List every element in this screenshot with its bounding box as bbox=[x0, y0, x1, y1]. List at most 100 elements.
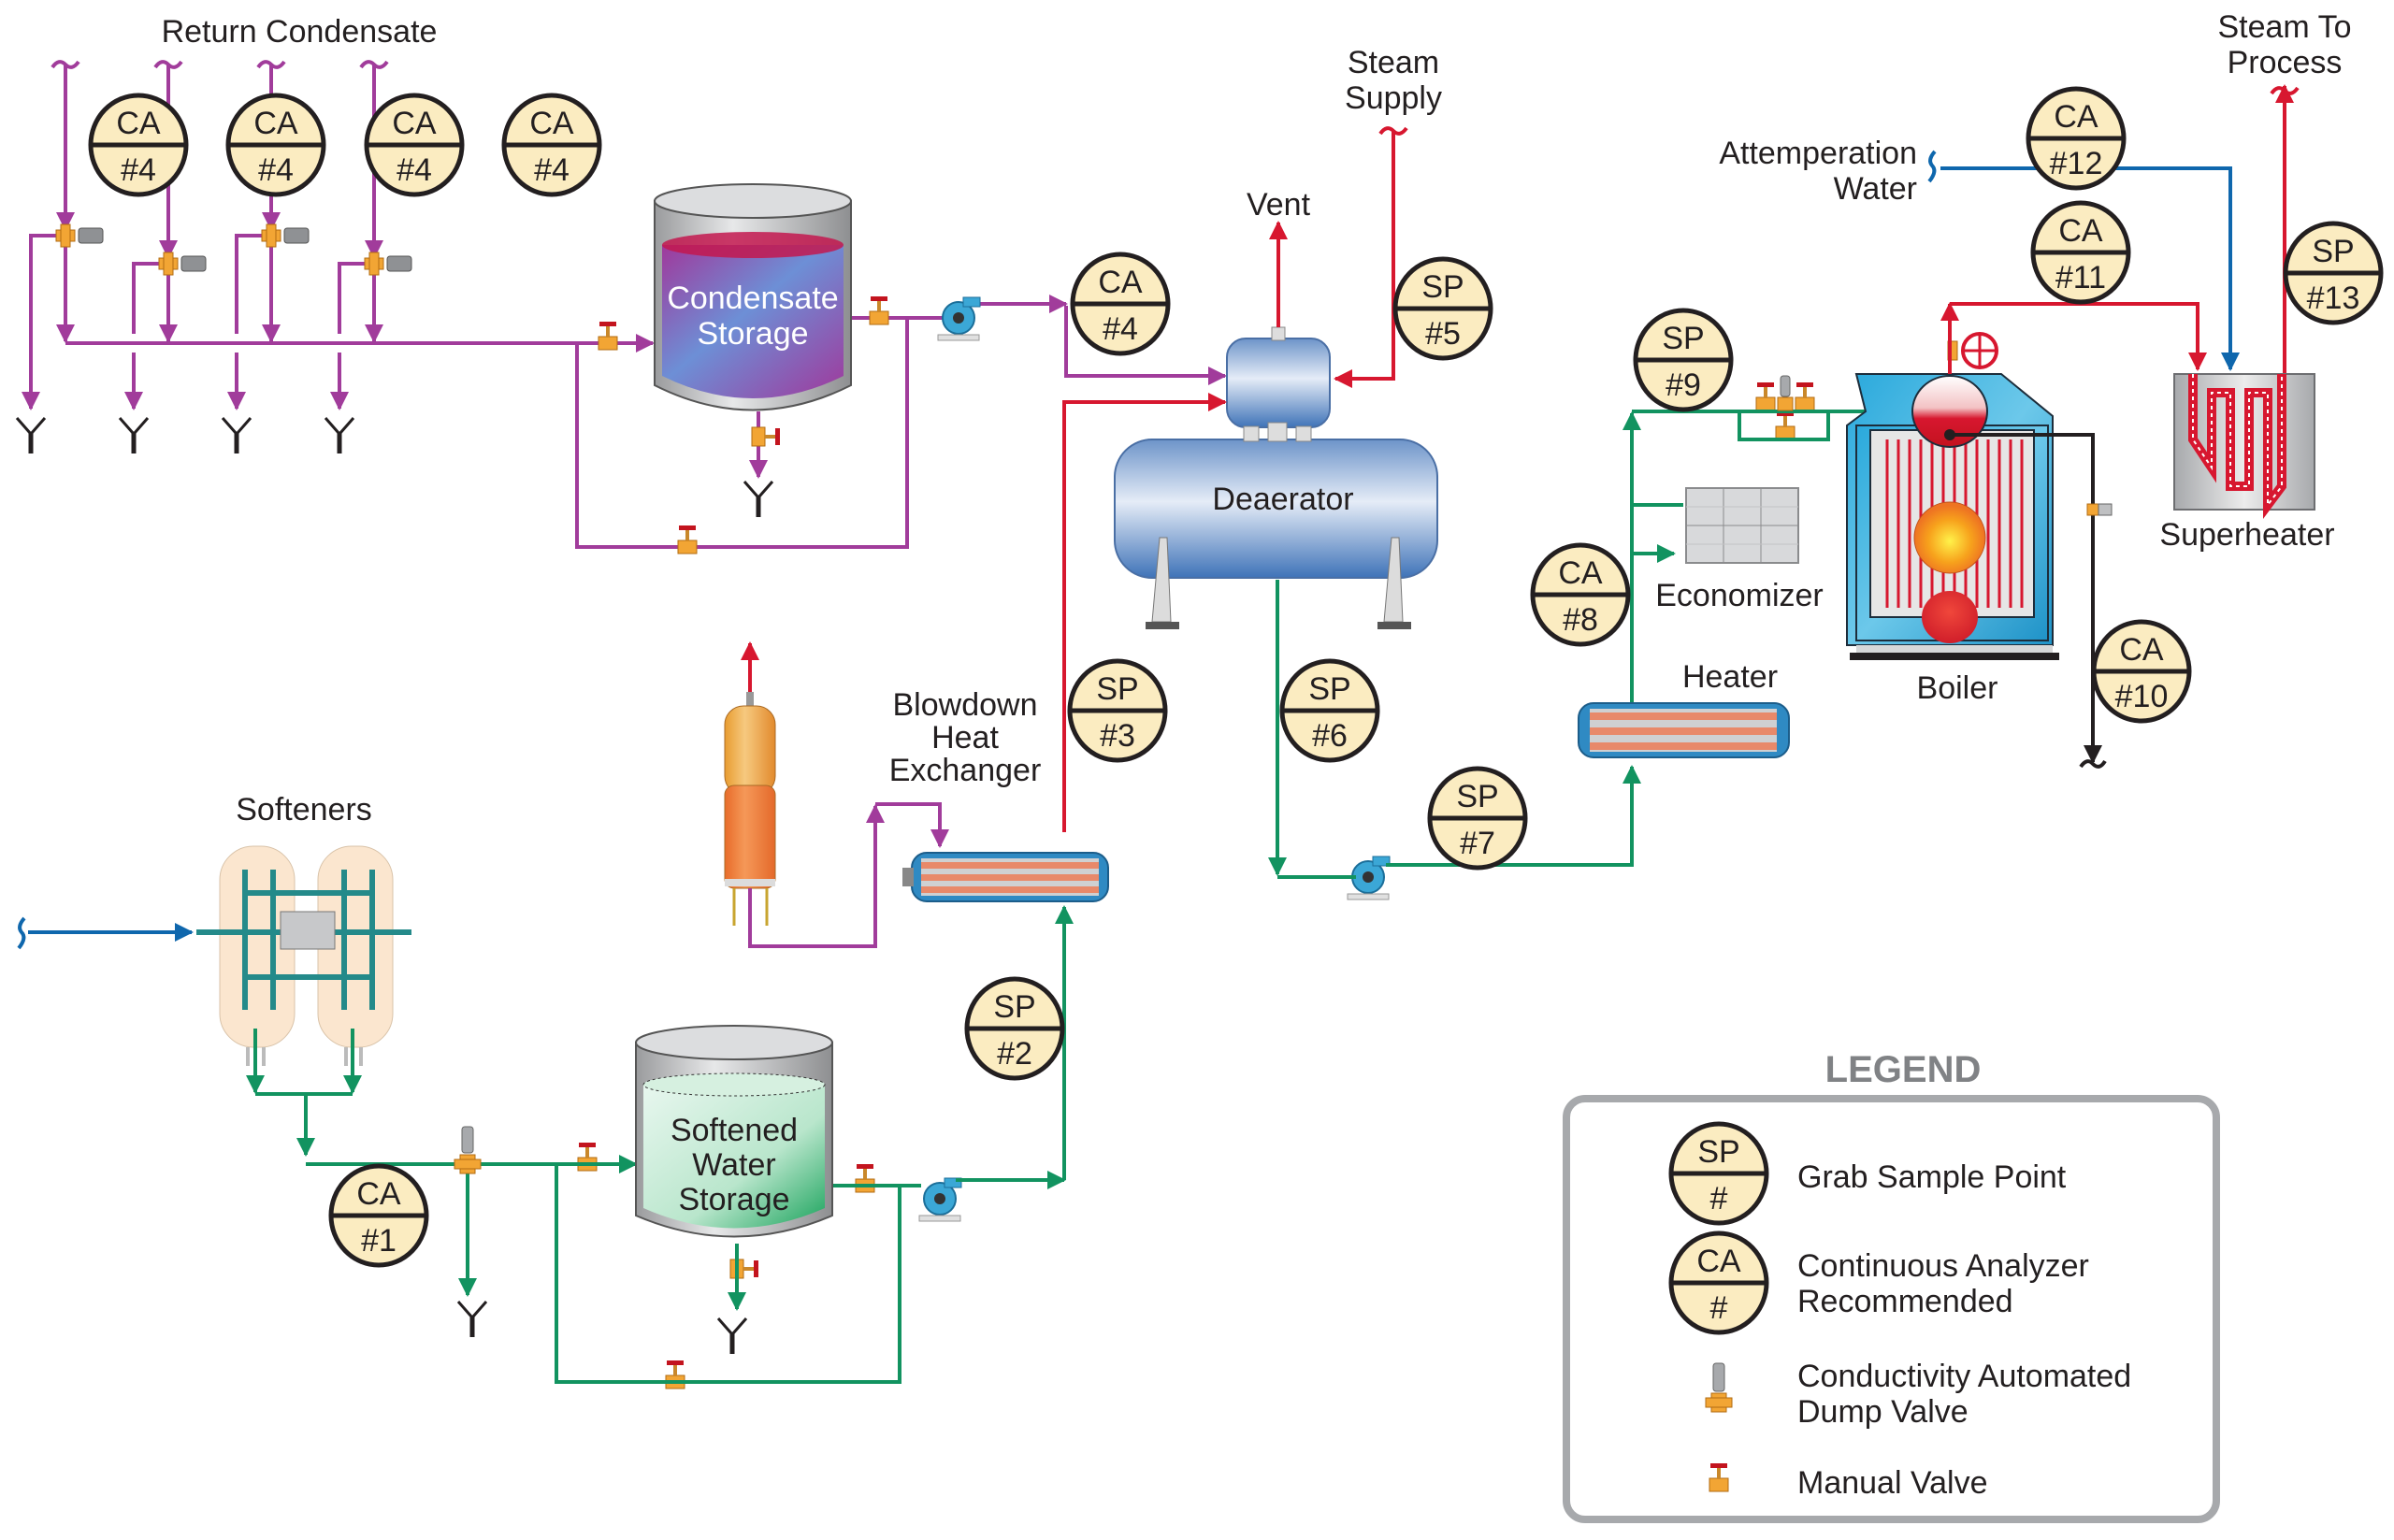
tag-number: #8 bbox=[1563, 602, 1598, 638]
sample-point-sp9: SP #9 bbox=[1633, 308, 1734, 412]
manual-valve-icon bbox=[729, 1259, 758, 1279]
blowdown-hx-label-3: Exchanger bbox=[889, 753, 1042, 788]
softened-water-storage-tank: Softened Water Storage bbox=[635, 1025, 833, 1238]
legend-item-3-text-2: Dump Valve bbox=[1797, 1394, 1969, 1430]
legend-title: LEGEND bbox=[1825, 1049, 1982, 1090]
legend-item-4-text: Manual Valve bbox=[1797, 1465, 1988, 1501]
softeners-label: Softeners bbox=[236, 792, 372, 828]
dump-valve-icon bbox=[1777, 375, 1794, 411]
main-steam-valve-icon bbox=[1947, 332, 1998, 369]
boiler-label: Boiler bbox=[1917, 670, 1998, 706]
pump-feedwater bbox=[1347, 856, 1391, 900]
manual-valves bbox=[577, 296, 1815, 1389]
sample-point-sp7: SP #7 bbox=[1427, 766, 1528, 871]
steam-supply-label-1: Steam bbox=[1348, 45, 1439, 80]
drain-icon bbox=[118, 417, 150, 453]
tag-number: #11 bbox=[2055, 260, 2106, 295]
manual-valve-icon bbox=[1755, 382, 1776, 411]
drain-icon bbox=[221, 417, 252, 453]
drain-icon bbox=[324, 417, 355, 453]
legend-item-2-text-1: Continuous Analyzer bbox=[1797, 1248, 2089, 1284]
legend-item-3-text-1: Conductivity Automated bbox=[1797, 1359, 2131, 1394]
tag-number: #1 bbox=[361, 1223, 397, 1259]
tag-type: SP bbox=[993, 989, 1035, 1025]
tag-number: #13 bbox=[2307, 281, 2360, 316]
tag-number: #4 bbox=[258, 152, 294, 188]
steam-piping-deaerator bbox=[1062, 126, 1408, 832]
legend-sp-symbol: SP # bbox=[1668, 1121, 1769, 1226]
continuous-analyzer-ca4b: CA#4 bbox=[225, 93, 326, 197]
sample-point-sp13: SP #13 bbox=[2283, 221, 2384, 325]
manual-valve-icon bbox=[869, 296, 889, 325]
legend-item-2-text-2: Recommended bbox=[1797, 1284, 2013, 1319]
tag-number: # bbox=[1710, 1181, 1728, 1216]
tag-number: #4 bbox=[534, 152, 570, 188]
heater-label: Heater bbox=[1682, 659, 1778, 695]
continuous-analyzer-ca4c: CA #4 bbox=[364, 93, 465, 197]
condensate-storage-label-2: Storage bbox=[697, 316, 808, 352]
manual-valve-icon bbox=[855, 1164, 875, 1193]
dump-valve-icon bbox=[261, 223, 310, 248]
legend-item-1-text: Grab Sample Point bbox=[1797, 1159, 2067, 1195]
tag-type: CA bbox=[529, 106, 574, 141]
tag-type: SP bbox=[1697, 1134, 1739, 1170]
legend: LEGEND SP # CA# Grab Sample Point Continu… bbox=[1563, 1049, 2220, 1523]
continuous-analyzer-ca1: CA #1 bbox=[328, 1163, 429, 1268]
dump-valve-icon bbox=[55, 223, 104, 248]
tag-type: CA bbox=[356, 1176, 401, 1212]
tag-number: # bbox=[1710, 1290, 1728, 1326]
blowdown-hx-label-1: Blowdown bbox=[893, 687, 1038, 723]
legend-manual-valve-icon bbox=[1709, 1463, 1729, 1492]
softeners: Softeners bbox=[17, 792, 411, 1066]
legend-ca-bubble: CA# bbox=[1668, 1231, 1769, 1335]
dump-valve-icon bbox=[2086, 503, 2113, 516]
economizer: Economizer bbox=[1655, 487, 1824, 613]
manual-valve-icon bbox=[677, 525, 698, 554]
steam-to-process-label-1: Steam To bbox=[2217, 9, 2351, 45]
tag-type: CA bbox=[392, 106, 437, 141]
dump-valve-icon bbox=[364, 252, 412, 276]
tag-number: #10 bbox=[2115, 679, 2169, 714]
drain-funnels bbox=[15, 417, 774, 1354]
drain-icon bbox=[716, 1317, 748, 1354]
boiler: Boiler bbox=[1846, 373, 2059, 706]
condensate-storage-tank: Condensate Storage bbox=[654, 183, 852, 411]
manual-valve-icon bbox=[1775, 411, 1796, 440]
dump-valve-icon bbox=[454, 1126, 482, 1174]
tag-type: CA bbox=[2058, 213, 2103, 249]
blowdown-heat-exchanger bbox=[902, 852, 1109, 902]
legend-ca-symbol: CA# bbox=[1668, 1231, 1769, 1335]
continuous-analyzer-ca8: CA#8 bbox=[1530, 542, 1631, 647]
sample-tags: CA#4CA#4CA#4CA#4CA#4SP#5SP#3SP#6SP#7SP#2… bbox=[88, 86, 2384, 1268]
tag-type: SP bbox=[1456, 779, 1498, 814]
pump-softened-water bbox=[918, 1177, 962, 1222]
legend-sp-bubble: SP # bbox=[1668, 1121, 1769, 1226]
blowdown-hx-label-2: Heat bbox=[931, 720, 999, 756]
sample-point-sp3: SP#3 bbox=[1067, 658, 1168, 763]
softened-storage-label-3: Storage bbox=[678, 1182, 789, 1217]
flash-tank bbox=[724, 641, 949, 948]
vent-label: Vent bbox=[1247, 187, 1311, 223]
tag-number: #4 bbox=[397, 152, 432, 188]
sample-point-sp6: SP#6 bbox=[1279, 658, 1380, 763]
tag-type: SP bbox=[1662, 321, 1704, 356]
tag-number: #9 bbox=[1666, 367, 1701, 403]
tag-number: #7 bbox=[1460, 826, 1495, 861]
tag-number: #4 bbox=[121, 152, 156, 188]
tag-type: CA bbox=[116, 106, 161, 141]
continuous-analyzer-ca4e: CA#4 bbox=[1070, 252, 1171, 356]
continuous-analyzer-ca12: CA#12 bbox=[2026, 86, 2127, 191]
manual-valve-icon bbox=[1795, 382, 1815, 411]
continuous-analyzer-ca4d: CA #4 bbox=[501, 93, 602, 197]
drain-icon bbox=[743, 481, 774, 517]
heater: Heater bbox=[1578, 659, 1790, 758]
tag-type: SP bbox=[2312, 234, 2354, 269]
superheater: Superheater bbox=[2159, 373, 2335, 553]
manual-valve-icon bbox=[598, 322, 618, 351]
dump-valves-condensate bbox=[55, 223, 412, 276]
drain-icon bbox=[15, 417, 47, 453]
manual-valve-icon bbox=[665, 1360, 685, 1389]
drain-icon bbox=[456, 1301, 488, 1337]
tag-type: SP bbox=[1421, 269, 1464, 305]
tag-number: #6 bbox=[1312, 718, 1348, 754]
